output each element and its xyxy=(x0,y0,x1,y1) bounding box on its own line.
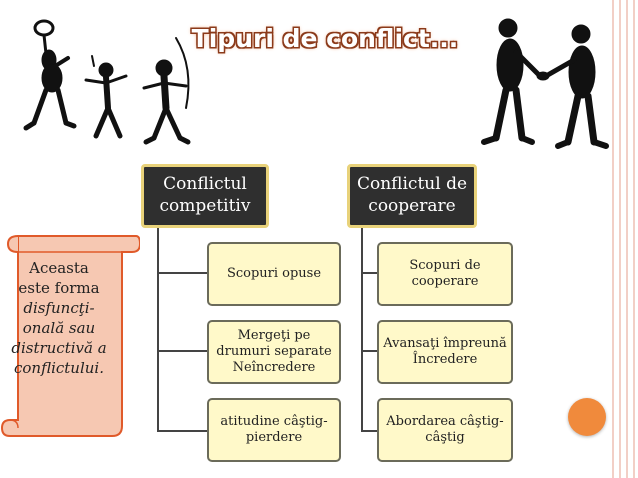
box-advance-together: Avansaţi împreună Încredere xyxy=(377,320,513,384)
handshake-figures-clipart xyxy=(481,18,609,149)
scroll-note-italic: onală sau xyxy=(22,319,96,337)
right-branch-line xyxy=(361,272,377,274)
box-line: pierdere xyxy=(245,430,303,445)
header-cooperative-conflict: Conflictul de cooperare xyxy=(347,164,477,228)
slide-title: Tipuri de conflict... xyxy=(191,24,459,53)
right-branch-line xyxy=(361,430,377,432)
left-trunk-line xyxy=(157,226,159,432)
box-line: Mergeţi pe xyxy=(237,328,311,343)
left-branch-line xyxy=(157,272,207,274)
box-line: cooperare xyxy=(411,274,479,289)
header-line: Conflictul xyxy=(163,174,247,194)
scroll-note-line: este forma xyxy=(18,279,100,297)
box-line: câştig xyxy=(425,430,465,445)
header-line: cooperare xyxy=(368,196,456,216)
right-trunk-line xyxy=(361,226,363,432)
header-line: Conflictul de xyxy=(356,174,468,194)
scroll-note-italic: conflictului. xyxy=(13,359,104,377)
box-line: Abordarea câştig- xyxy=(386,414,504,429)
header-competitive-conflict: Conflictul competitiv xyxy=(141,164,269,228)
accent-circle xyxy=(568,398,606,436)
box-separate-paths: Mergeţi pe drumuri separate Neîncredere xyxy=(207,320,341,384)
decorative-stripes xyxy=(610,0,638,478)
right-branch-line xyxy=(361,350,377,352)
scroll-note: Aceasta este forma disfuncţi- onală sau … xyxy=(0,258,118,378)
box-win-win: Abordarea câştig- câştig xyxy=(377,398,513,462)
scroll-shape xyxy=(0,235,140,437)
box-opposite-goals: Scopuri opuse xyxy=(207,242,341,306)
scroll-note-italic: distructivă a xyxy=(11,339,107,357)
box-line: atitudine câştig- xyxy=(220,414,328,429)
scroll-note-line: Aceasta xyxy=(29,259,89,277)
box-cooperative-goals: Scopuri de cooperare xyxy=(377,242,513,306)
box-line: drumuri separate xyxy=(216,344,332,359)
left-branch-line xyxy=(157,430,207,432)
header-line: competitiv xyxy=(159,196,251,216)
left-branch-line xyxy=(157,350,207,352)
box-line: Avansaţi împreună xyxy=(383,336,507,351)
box-win-lose: atitudine câştig- pierdere xyxy=(207,398,341,462)
fighting-figures-clipart xyxy=(23,19,191,145)
box-line: Încredere xyxy=(412,352,478,367)
box-line: Scopuri de xyxy=(409,258,481,273)
box-line: Scopuri opuse xyxy=(226,266,322,281)
box-line: Neîncredere xyxy=(232,360,316,375)
scroll-note-italic: disfuncţi- xyxy=(23,299,95,317)
